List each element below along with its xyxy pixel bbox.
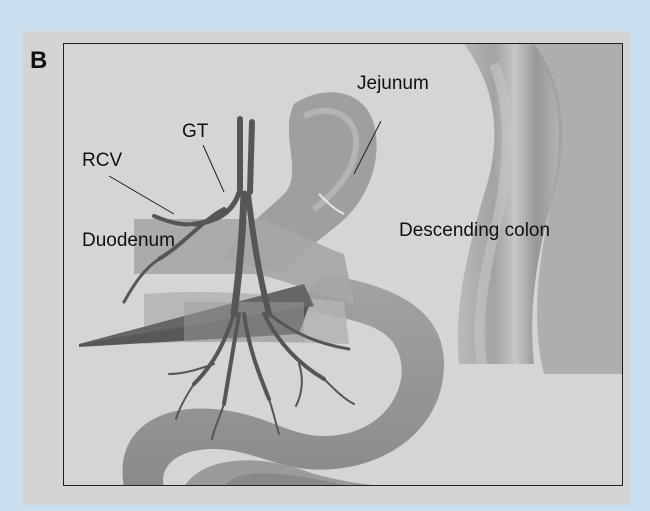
gt-label: GT xyxy=(182,121,208,143)
anatomy-illustration-frame xyxy=(63,43,623,486)
jejunum-label: Jejunum xyxy=(357,73,429,95)
rcv-label: RCV xyxy=(82,150,122,172)
descending-colon-shape xyxy=(458,44,623,374)
panel-letter: B xyxy=(30,47,47,75)
anatomy-illustration xyxy=(64,44,623,486)
duodenum-label: Duodenum xyxy=(82,230,175,252)
descending-colon-label: Descending colon xyxy=(399,220,550,242)
